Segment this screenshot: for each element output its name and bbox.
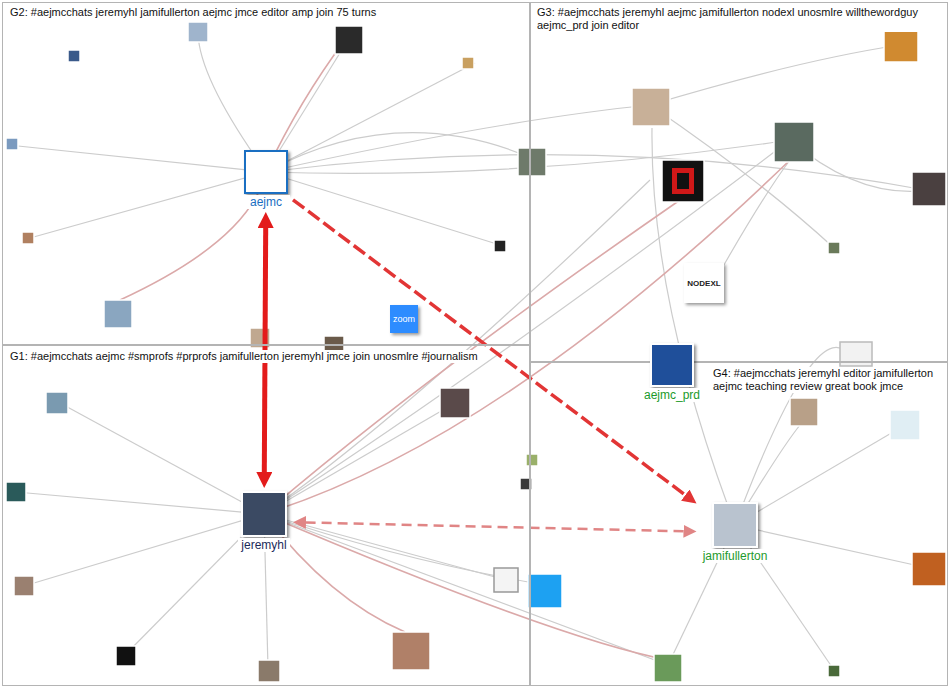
- vertex-label: jeremyhl: [238, 538, 290, 552]
- group-panel: G2: #aejmcchats jeremyhl jamifullerton a…: [2, 2, 530, 345]
- avatar-image: [712, 502, 758, 548]
- vertex-label: aejmc: [242, 195, 290, 209]
- reply-connector: [306, 523, 684, 532]
- nodexl-logo: NODEXL: [684, 263, 724, 303]
- avatar-image: [241, 491, 287, 537]
- group-heading: G3: #aejmcchats jeremyhl aejmc jamifulle…: [535, 6, 944, 32]
- avatar-image: [244, 150, 288, 194]
- account-vertex: jeremyhl: [238, 491, 290, 552]
- group-panel: G4: #aejmcchats jeremyhl editor jamifull…: [530, 362, 948, 686]
- group-panel: G3: #aejmcchats jeremyhl aejmc jamifulle…: [530, 2, 948, 362]
- group-panel: G1: #aejmcchats aejmc #smprofs #prprofs …: [2, 345, 530, 686]
- group-heading: G2: #aejmcchats jeremyhl jamifullerton a…: [8, 6, 378, 19]
- group-heading: G4: #aejmcchats jeremyhl editor jamifull…: [711, 367, 947, 393]
- logo-text: NODEXL: [687, 279, 720, 288]
- zoom-logo: zoom: [390, 305, 418, 333]
- avatar-image: [650, 343, 694, 387]
- logo-text: zoom: [393, 314, 415, 324]
- group-heading: G1: #aejmcchats aejmc #smprofs #prprofs …: [8, 350, 480, 363]
- reply-connector: [293, 200, 685, 495]
- vertex-label: aejmc_prd: [641, 388, 704, 402]
- account-vertex: aejmc: [242, 150, 290, 209]
- avatar-thumbnails: [6, 22, 946, 682]
- vertex-label: jamifullerton: [700, 549, 771, 563]
- account-vertex: jamifullerton: [700, 502, 771, 563]
- account-vertex: aejmc_prd: [641, 343, 704, 402]
